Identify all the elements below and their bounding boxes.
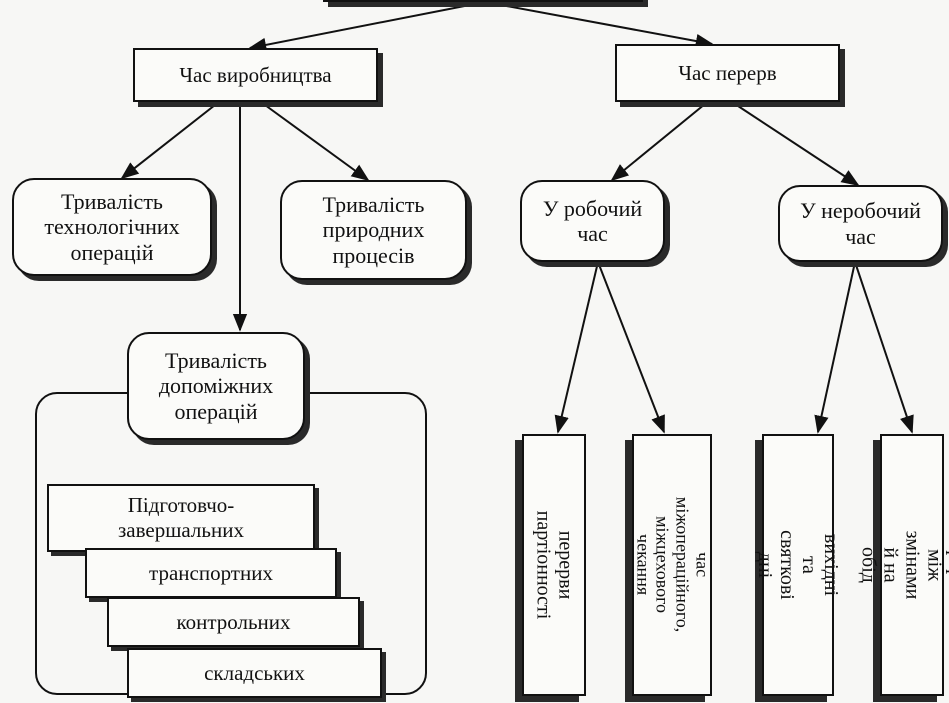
arrow-working-to-waiting	[597, 261, 665, 434]
root-box	[323, 0, 643, 2]
aux-item-control: контрольних	[107, 597, 360, 647]
batch-breaks-label: перерви партіонності	[532, 510, 577, 620]
tech-ops-label: Тривалість технологічних операцій	[44, 189, 180, 265]
break-time-box: Час перерв	[615, 44, 840, 102]
natural-processes-label: Тривалість природних процесів	[322, 192, 425, 268]
holidays-box: вихідні та святкові дні	[754, 434, 842, 696]
production-time-box: Час виробництва	[133, 48, 378, 102]
aux-ops-box: Тривалість допоміжних операцій	[127, 332, 305, 440]
aux-item-transport: транспортних	[85, 548, 337, 598]
working-time-label: У робочий час	[542, 195, 643, 246]
shift-breaks-box: перерви між змінами й на обід	[857, 434, 949, 696]
holidays-label: вихідні та святкові дні	[754, 530, 843, 600]
tech-ops-box: Тривалість технологічних операцій	[12, 178, 212, 276]
arrow-breaks-to-nonworking	[734, 103, 860, 186]
arrow-production-to-tech	[120, 104, 216, 180]
aux-item-preparatory: Підготовчо- завершальних	[47, 484, 315, 552]
batch-breaks-box: перерви партіонності	[522, 434, 586, 696]
aux-item-label: Підготовчо- завершальних	[118, 492, 244, 542]
arrow-root-to-production	[248, 1, 486, 52]
arrow-production-to-natural	[264, 104, 370, 182]
arrow-working-to-batch	[554, 261, 599, 434]
aux-item-label: складських	[204, 660, 305, 685]
arrow-root-to-breaks	[484, 1, 714, 49]
shift-breaks-label: перерви між змінами й на обід	[857, 530, 949, 600]
natural-processes-box: Тривалість природних процесів	[280, 180, 467, 280]
aux-item-label: транспортних	[149, 560, 273, 585]
nonworking-time-label: У неробочий час	[800, 198, 921, 249]
waiting-time-box: час міжопераційного, міжцехового чекання	[632, 434, 713, 696]
arrow-breaks-to-working	[610, 103, 706, 182]
aux-item-storage: складських	[127, 648, 382, 698]
aux-item-label: контрольних	[176, 609, 291, 634]
working-time-box: У робочий час	[520, 180, 665, 262]
aux-ops-label: Тривалість допоміжних операцій	[158, 348, 274, 424]
production-time-label: Час виробництва	[179, 62, 332, 87]
arrow-nonworking-to-shift	[854, 261, 914, 434]
waiting-time-label: час міжопераційного, міжцехового чекання	[633, 497, 713, 633]
nonworking-time-box: У неробочий час	[778, 185, 943, 262]
arrow-nonworking-to-holidays	[814, 261, 856, 434]
break-time-label: Час перерв	[678, 60, 777, 85]
